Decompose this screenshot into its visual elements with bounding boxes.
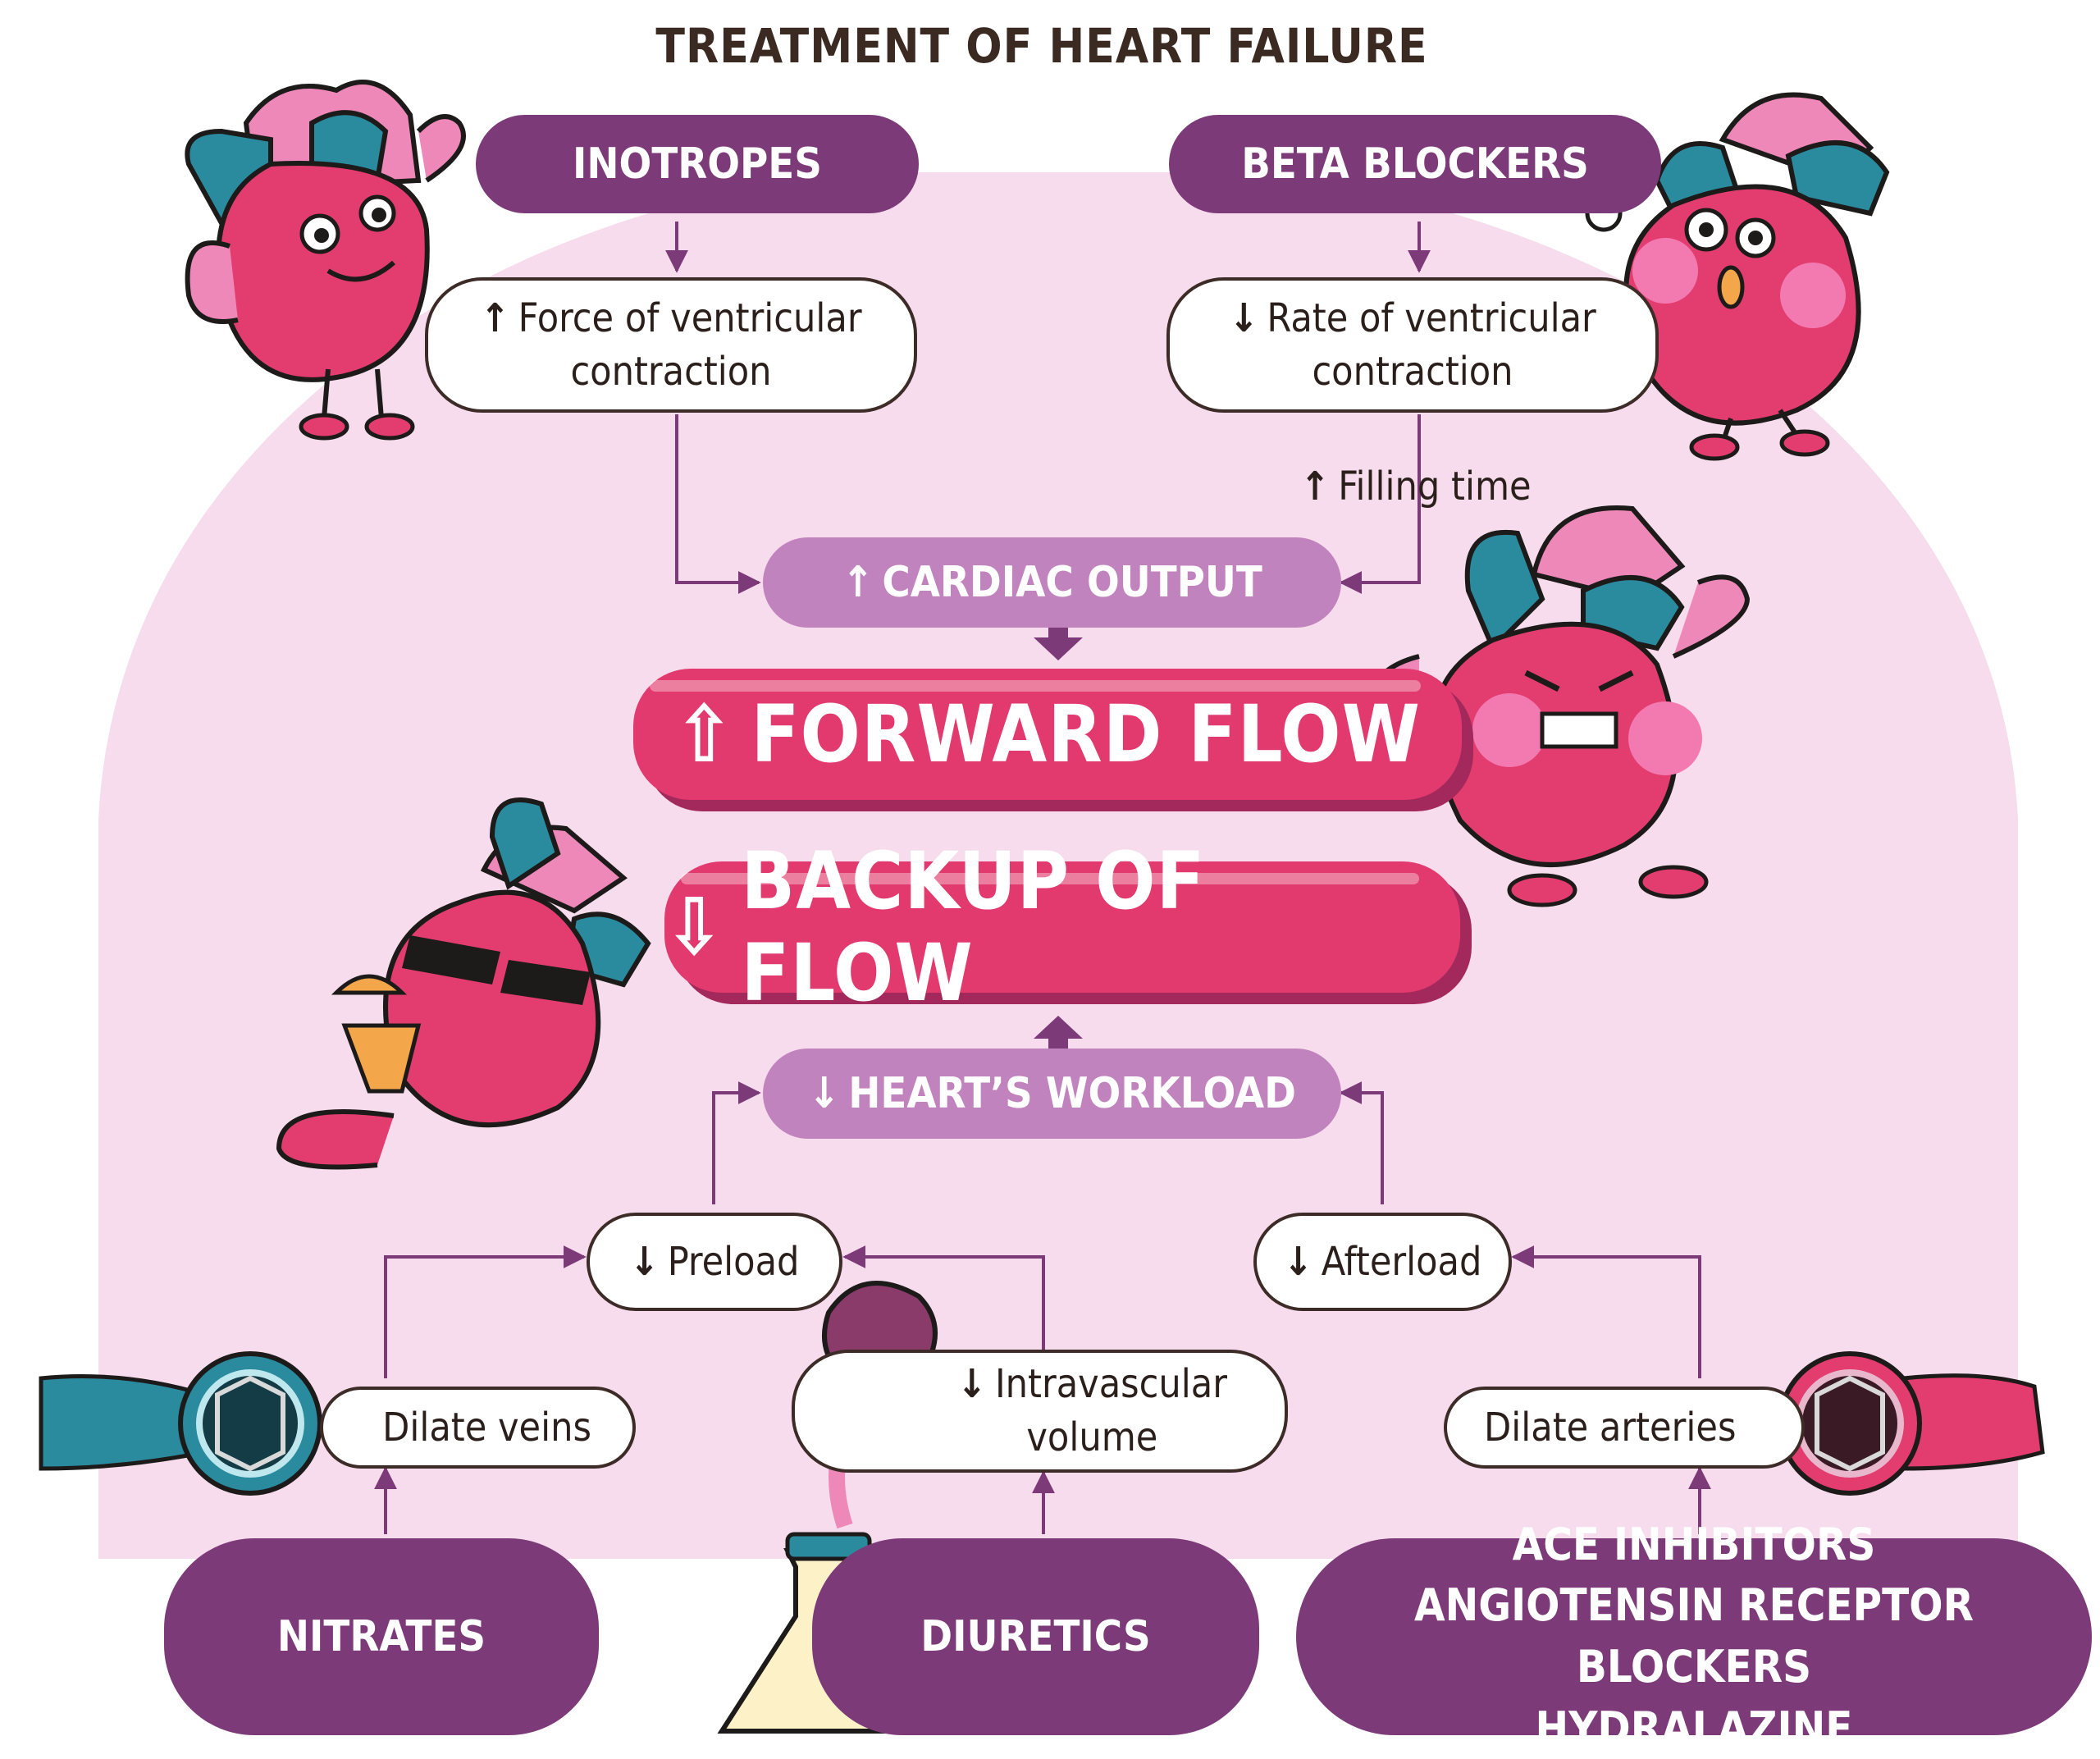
connector-cardiac-to-forward — [1034, 611, 1083, 660]
cardiac-output-label: CARDIAC OUTPUT — [882, 558, 1262, 607]
beta-blockers-label: BETA BLOCKERS — [1241, 139, 1589, 189]
filling-time-label: ↑Filling time — [1300, 464, 1532, 509]
rate-contraction-pill: ↓Rate of ventricular contraction — [1166, 277, 1659, 413]
dilate-veins-pill: Dilate veins — [320, 1387, 636, 1469]
intravascular-line1: Intravascular — [994, 1361, 1227, 1408]
connector-force-cardiac-output — [675, 414, 761, 594]
afterload-pill: ↓Afterload — [1253, 1213, 1512, 1311]
down-arrow-icon: ↓ — [808, 1069, 841, 1118]
diuretics-pill: DIURETICS — [812, 1538, 1259, 1735]
down-bold-arrow-icon: ⇩ — [664, 881, 725, 973]
down-arrow-icon: ↓ — [956, 1361, 987, 1408]
intravascular-volume-pill: ↓Intravascular volume — [792, 1350, 1288, 1473]
angry-strong-heart-icon — [1364, 505, 1751, 907]
backup-of-flow-label: BACKUP OF FLOW — [741, 835, 1206, 1019]
hearts-workload-pill: ↓HEART’S WORKLOAD — [763, 1049, 1341, 1139]
vein-icon — [39, 1351, 322, 1496]
diagram-title: TREATMENT OF HEART FAILURE — [655, 18, 1428, 74]
force-line1: Force of ventricular — [518, 295, 862, 341]
nervous-heart-icon — [1585, 92, 1890, 461]
intravascular-line2: volume — [1026, 1414, 1158, 1460]
banner-shine — [681, 873, 1419, 884]
down-arrow-icon: ↓ — [1229, 295, 1259, 341]
hydralazine-label: HYDRALAZINE — [1535, 1702, 1853, 1754]
down-arrow-icon: ↓ — [1283, 1238, 1313, 1285]
nitrates-label: NITRATES — [276, 1612, 486, 1661]
ace-inhibitors-label: ACE INHIBITORS — [1512, 1518, 1876, 1570]
preload-pill: ↓Preload — [587, 1213, 842, 1311]
dilate-arteries-pill: Dilate arteries — [1444, 1387, 1805, 1469]
beta-blockers-pill: BETA BLOCKERS — [1169, 115, 1661, 213]
dilate-veins-label: Dilate veins — [382, 1404, 591, 1451]
connector-workload-to-backup — [1034, 1016, 1083, 1065]
cardiac-output-pill: ↑CARDIAC OUTPUT — [763, 537, 1341, 628]
connector-preload-workload — [712, 1081, 761, 1204]
afterload-label: Afterload — [1321, 1238, 1482, 1285]
down-arrow-icon: ↓ — [629, 1238, 660, 1285]
up-arrow-icon: ↑ — [1300, 464, 1331, 509]
inotropes-pill: INOTROPES — [476, 115, 919, 213]
arb-label: ANGIOTENSIN RECEPTOR BLOCKERS — [1414, 1579, 1974, 1693]
inotropes-label: INOTROPES — [573, 139, 822, 189]
connector-arteries-afterload — [1511, 1245, 1701, 1378]
up-arrow-icon: ↑ — [842, 558, 874, 607]
connector-rate-cardiac-output — [1339, 414, 1421, 594]
diuretics-label: DIURETICS — [920, 1612, 1151, 1661]
connector-intravascular-preload — [842, 1245, 1045, 1354]
hearts-workload-label: HEART’S WORKLOAD — [848, 1069, 1296, 1118]
force-line2: contraction — [570, 348, 772, 395]
relaxed-heart-icon — [276, 797, 651, 1170]
flexing-heart-icon — [185, 80, 466, 441]
forward-flow-label: FORWARD FLOW — [751, 688, 1421, 780]
connector-veins-preload — [384, 1245, 587, 1378]
forward-flow-banner: ⇧FORWARD FLOW — [633, 669, 1462, 800]
rate-line1: Rate of ventricular — [1267, 295, 1596, 341]
rate-line2: contraction — [1312, 348, 1513, 395]
dilate-arteries-label: Dilate arteries — [1484, 1404, 1737, 1451]
force-contraction-pill: ↑Force of ventricular contraction — [425, 277, 917, 413]
backup-of-flow-banner: ⇩BACKUP OF FLOW — [664, 835, 1460, 1019]
up-bold-arrow-icon: ⇧ — [674, 688, 735, 780]
filling-time-text: Filling time — [1338, 464, 1532, 509]
nitrates-pill: NITRATES — [164, 1538, 599, 1735]
preload-label: Preload — [667, 1238, 800, 1285]
artery-icon — [1778, 1351, 2045, 1496]
up-arrow-icon: ↑ — [480, 295, 510, 341]
connector-afterload-workload — [1339, 1081, 1384, 1204]
ace-arb-hydralazine-pill: ACE INHIBITORS ANGIOTENSIN RECEPTOR BLOC… — [1296, 1519, 2092, 1754]
banner-shine — [650, 680, 1421, 692]
